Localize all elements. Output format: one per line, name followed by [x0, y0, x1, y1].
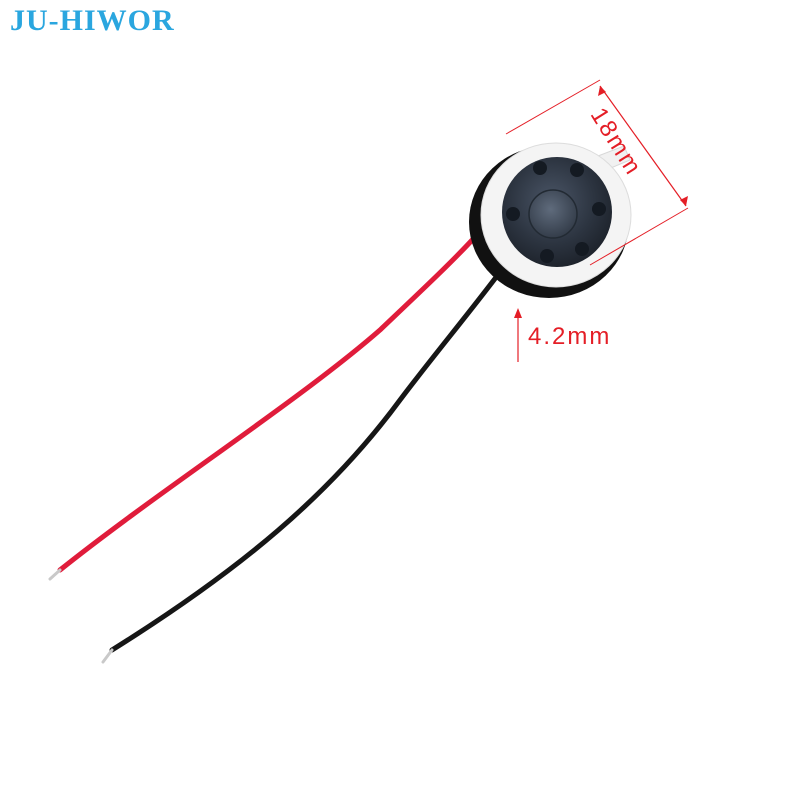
black-wire [101, 269, 503, 664]
thickness-label: 4.2mm [528, 323, 612, 350]
thickness-dimension-arrow [514, 308, 522, 362]
speaker-body [469, 142, 632, 298]
red-wire [48, 235, 477, 581]
diameter-dimension-line [505, 79, 689, 266]
brand-logo: JU-HIWOR [10, 4, 175, 37]
